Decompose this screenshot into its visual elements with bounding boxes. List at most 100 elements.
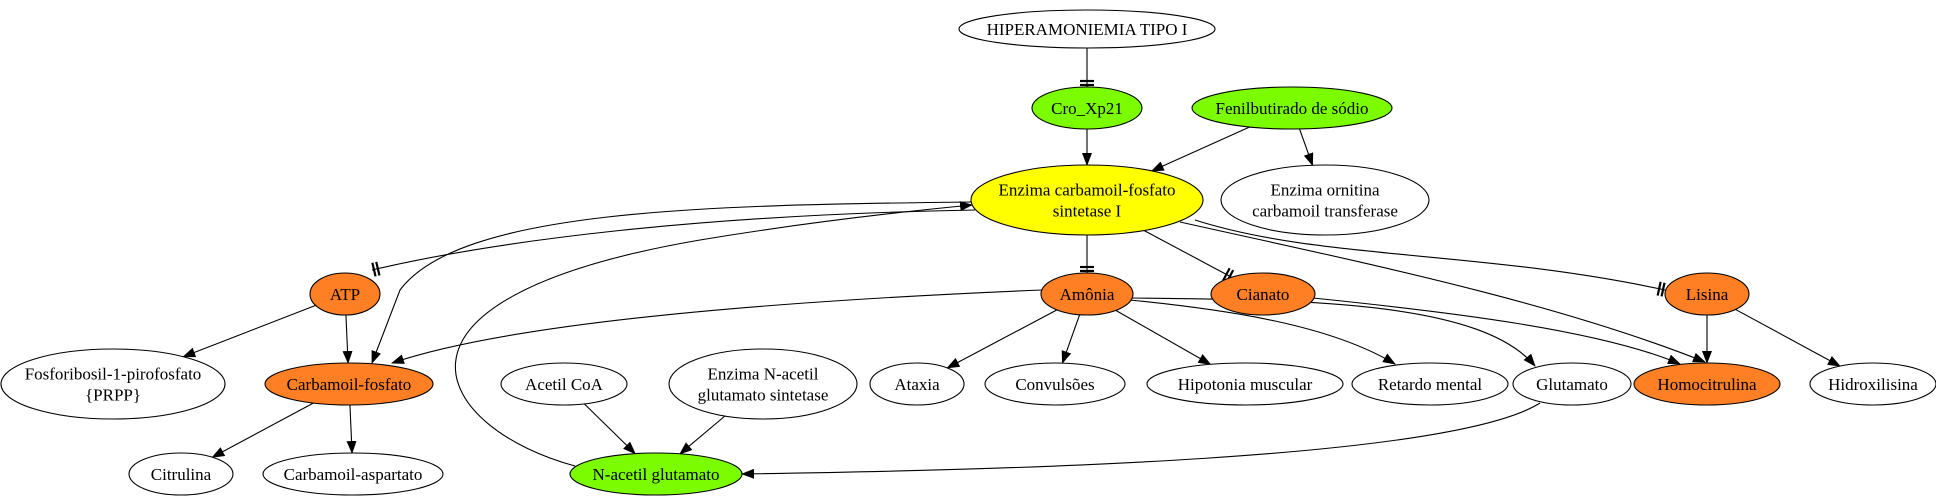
edge-amonia-to-retardo bbox=[1129, 299, 1396, 365]
edge-amonia-to-ataxia bbox=[946, 309, 1058, 369]
node-label: Fenilbutirado de sódio bbox=[1216, 99, 1369, 118]
node-label: Glutamato bbox=[1536, 375, 1608, 394]
node-shape bbox=[0, 348, 226, 420]
node-convulsoes[interactable]: Convulsões bbox=[984, 362, 1126, 406]
node-shape bbox=[668, 348, 858, 420]
node-n-acetil-glutamato[interactable]: N-acetil glutamato bbox=[569, 452, 743, 496]
edge-lisina-to-hidroxilisina bbox=[1735, 308, 1841, 367]
inhibition-tee bbox=[1660, 282, 1666, 297]
node-homocitrulina[interactable]: Homocitrulina bbox=[1633, 362, 1781, 406]
node-shape bbox=[970, 164, 1204, 236]
edge-fenilbutirado-to-enzima-ornitina bbox=[1298, 128, 1314, 167]
edge-cianato-to-homocitrulina bbox=[1312, 297, 1681, 365]
node-shape bbox=[1809, 362, 1936, 406]
inhibition-tee bbox=[1656, 281, 1662, 296]
node-cianato[interactable]: Cianato bbox=[1210, 272, 1316, 316]
edge-acetil-coa-to-n-acetil-glutamato bbox=[583, 403, 636, 455]
node-shape bbox=[500, 362, 628, 406]
edge-fenilbutirado-to-enzima-cps bbox=[1150, 126, 1250, 172]
node-label: Carbamoil-fosfato bbox=[287, 375, 412, 394]
node-retardo[interactable]: Retardo mental bbox=[1351, 362, 1509, 406]
node-shape bbox=[262, 452, 444, 496]
edge-amonia-to-convulsoes bbox=[1061, 314, 1081, 365]
node-glutamato[interactable]: Glutamato bbox=[1512, 362, 1632, 406]
node-fenilbutirado[interactable]: Fenilbutirado de sódio bbox=[1191, 86, 1393, 130]
node-label: Cianato bbox=[1237, 285, 1290, 304]
edges-layer bbox=[182, 48, 1841, 479]
node-shape bbox=[1220, 164, 1430, 236]
node-shape bbox=[1031, 86, 1143, 130]
node-label: Carbamoil-aspartato bbox=[284, 465, 423, 484]
node-label: HIPERAMONIEMIA TIPO I bbox=[987, 20, 1188, 39]
node-label: glutamato sintetase bbox=[698, 386, 829, 405]
edge-enzima-cps-to-lisina bbox=[1194, 219, 1666, 297]
node-shape bbox=[1191, 86, 1393, 130]
edge-amonia-to-hipotonia bbox=[1115, 309, 1212, 365]
node-atp[interactable]: ATP bbox=[309, 272, 381, 316]
nodes-layer: HIPERAMONIEMIA TIPO I Cro_Xp21 Fenilbutira… bbox=[0, 9, 1936, 496]
node-label: Ataxia bbox=[894, 375, 940, 394]
node-label: Hidroxilisina bbox=[1828, 375, 1918, 394]
edge-enzima-cps-to-cianato bbox=[1143, 229, 1235, 283]
node-ataxia[interactable]: Ataxia bbox=[869, 362, 965, 406]
node-shape bbox=[1210, 272, 1316, 316]
node-hipotonia[interactable]: Hipotonia muscular bbox=[1146, 362, 1344, 406]
node-label: Enzima carbamoil-fosfato bbox=[998, 181, 1175, 200]
node-label: carbamoil transferase bbox=[1252, 202, 1398, 221]
node-label: {PRPP} bbox=[85, 386, 141, 405]
node-hiperamoniemia[interactable]: HIPERAMONIEMIA TIPO I bbox=[958, 9, 1216, 49]
node-label: Acetil CoA bbox=[525, 375, 604, 394]
edge-n-acetil-glutamato-to-enzima-cps bbox=[455, 201, 973, 467]
inhibition-tee bbox=[371, 262, 377, 277]
node-shape bbox=[984, 362, 1126, 406]
node-label: ATP bbox=[330, 285, 360, 304]
node-label: Convulsões bbox=[1015, 375, 1094, 394]
node-citrulina[interactable]: Citrulina bbox=[128, 452, 234, 496]
node-shape bbox=[1633, 362, 1781, 406]
edge-amonia-to-glutamato bbox=[1131, 297, 1536, 367]
node-acetil-coa[interactable]: Acetil CoA bbox=[500, 362, 628, 406]
edge-glutamato-to-n-acetil-glutamato bbox=[741, 402, 1541, 479]
node-shape bbox=[869, 362, 965, 406]
node-enzima-ornitina[interactable]: Enzima ornitina carbamoil transferase bbox=[1220, 164, 1430, 236]
node-shape bbox=[1351, 362, 1509, 406]
node-carbamoil-aspartato[interactable]: Carbamoil-aspartato bbox=[262, 452, 444, 496]
node-amonia[interactable]: Amônia bbox=[1040, 272, 1134, 316]
node-shape bbox=[1146, 362, 1344, 406]
node-cro-xp21[interactable]: Cro_Xp21 bbox=[1031, 86, 1143, 130]
node-shape bbox=[1512, 362, 1632, 406]
node-shape bbox=[958, 9, 1216, 49]
node-carbamoil-fosfato[interactable]: Carbamoil-fosfato bbox=[264, 362, 434, 406]
node-label: Homocitrulina bbox=[1657, 375, 1757, 394]
node-shape bbox=[309, 272, 381, 316]
node-lisina[interactable]: Lisina bbox=[1664, 272, 1750, 316]
edge-atp-to-carbamoil-fosfato bbox=[342, 314, 353, 365]
node-label: Amônia bbox=[1060, 285, 1115, 304]
node-shape bbox=[569, 452, 743, 496]
node-label: Lisina bbox=[1686, 285, 1729, 304]
edge-atp-to-fosforibosil bbox=[182, 304, 316, 358]
edge-enzima-cps-to-homocitrulina bbox=[1179, 221, 1706, 363]
node-shape bbox=[1040, 272, 1134, 316]
node-shape bbox=[128, 452, 234, 496]
edge-hiperamoniemia-to-cro-xp21 bbox=[1080, 48, 1094, 87]
node-fosforibosil[interactable]: Fosforibosil-1-pirofosfato {PRPP} bbox=[0, 348, 226, 420]
edge-amonia-to-carbamoil-fosfato bbox=[391, 289, 1043, 364]
node-label: Enzima ornitina bbox=[1270, 181, 1380, 200]
edge-carbamoil-fosfato-to-citrulina bbox=[211, 402, 314, 458]
node-label: Cro_Xp21 bbox=[1051, 99, 1123, 118]
node-enzima-nag[interactable]: Enzima N-acetil glutamato sintetase bbox=[668, 348, 858, 420]
node-label: Enzima N-acetil bbox=[708, 365, 819, 384]
node-hidroxilisina[interactable]: Hidroxilisina bbox=[1809, 362, 1936, 406]
edge-carbamoil-fosfato-to-carbamoil-aspartato bbox=[346, 404, 357, 455]
node-label: Fosforibosil-1-pirofosfato bbox=[25, 365, 202, 384]
node-shape bbox=[1664, 272, 1750, 316]
node-label: Hipotonia muscular bbox=[1178, 375, 1313, 394]
edge-enzima-cps-to-amonia bbox=[1080, 235, 1094, 273]
node-label: Citrulina bbox=[151, 465, 212, 484]
node-label: Retardo mental bbox=[1378, 375, 1483, 394]
node-shape bbox=[264, 362, 434, 406]
edge-enzima-cps-to-atp bbox=[371, 209, 976, 277]
